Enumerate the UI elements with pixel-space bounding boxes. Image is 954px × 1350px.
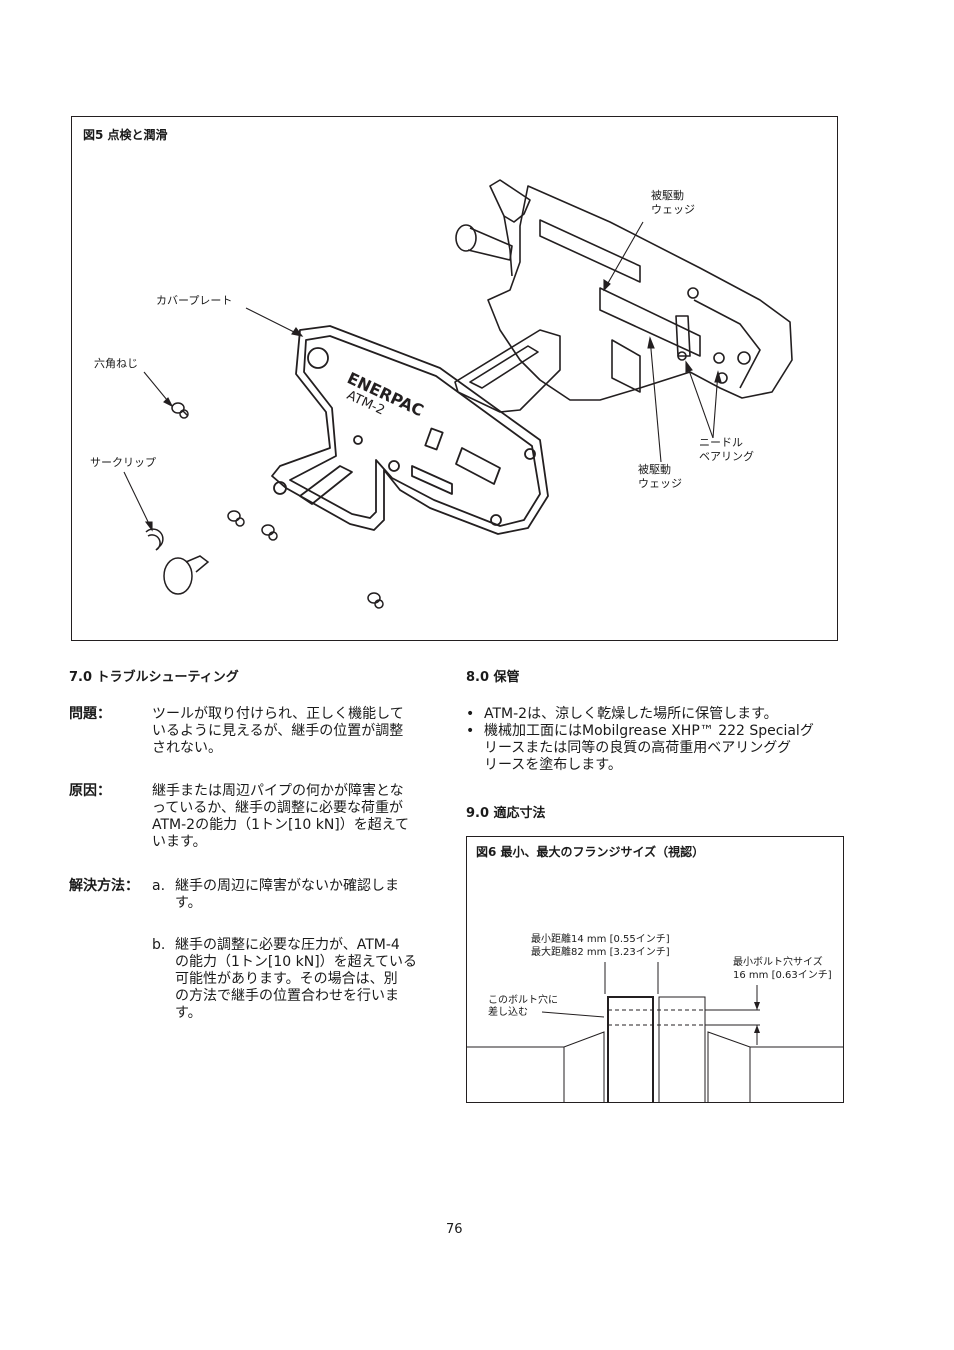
bolt-size-value: 16 mm [0.63インチ] <box>733 970 832 981</box>
storage-bullet-1: ATM-2は、涼しく乾燥した場所に保管します。 <box>466 706 846 723</box>
callout-hex-screw: 六角ねじ <box>94 357 138 370</box>
handle-grip <box>489 179 531 223</box>
figure-5-title: 図5 点検と潤滑 <box>83 128 168 142</box>
distance-max-label: 最大距離82 mm [3.23インチ] <box>531 947 670 958</box>
insert-label: このボルト穴に 差し込む <box>488 995 558 1018</box>
storage-bullet-2: 機械加工面にはMobilgrease XHP™ 222 Specialグ リース… <box>466 723 846 774</box>
solution-b-marker: b. <box>152 937 166 953</box>
callout-driven-wedge-top: 被駆動 ウェッジ <box>651 189 695 216</box>
solution-b-text: 継手の調整に必要な圧力が、ATM-4 の能力（1トン[10 kN]）を超えている… <box>175 937 417 1021</box>
flange-dimension-diagram <box>467 962 843 1102</box>
hex-screw-3 <box>261 524 278 541</box>
distance-min-label: 最小距離14 mm [0.55インチ] <box>531 934 670 945</box>
problem-text: ツールが取り付けられ、正しく機能して いるように見えるが、継手の位置が調整 され… <box>152 706 404 756</box>
section-9-heading: 9.0 適応寸法 <box>466 806 546 821</box>
leader-driven-wedge-bottom <box>649 337 662 463</box>
cause-text: 継手または周辺パイプの何かが障害とな っているか、継手の調整に必要な荷重が AT… <box>152 783 410 850</box>
figure-6-frame <box>466 836 844 1103</box>
circlip-part <box>145 528 164 551</box>
leader-needle-bearing-2 <box>712 371 719 439</box>
atm2-exploded-drawing: ENERPAC ATM-2 <box>123 179 793 609</box>
storage-list: ATM-2は、涼しく乾燥した場所に保管します。 機械加工面にはMobilgrea… <box>466 706 846 774</box>
plate-slot <box>299 465 353 505</box>
figure-6-title: 図6 最小、最大のフランジサイズ（視認） <box>476 845 705 859</box>
hex-screw-1 <box>171 402 189 419</box>
right-flange-outline <box>707 1031 843 1102</box>
leader-needle-bearing-1 <box>685 361 714 439</box>
pin-part <box>163 555 210 595</box>
solution-a-marker: a. <box>152 878 166 894</box>
page-number: 76 <box>446 1222 463 1237</box>
callout-cover-plate: カバープレート <box>156 294 233 307</box>
section-7-heading: 7.0 トラブルシューティング <box>69 670 239 685</box>
tool-arm-left <box>607 996 654 1102</box>
left-flange-outline <box>467 1031 605 1102</box>
leader-driven-wedge-top <box>603 221 644 291</box>
cause-label: 原因： <box>69 783 111 799</box>
hex-screw-2 <box>227 510 245 527</box>
tool-body-slot <box>539 219 641 283</box>
cover-plate-drawing <box>271 325 549 535</box>
leader-cover-plate <box>245 307 303 337</box>
leader-circlip <box>123 471 153 531</box>
solution-a-text: 継手の周辺に障害がないか確認しま す。 <box>175 878 399 911</box>
solution-label: 解決方法： <box>69 878 139 894</box>
bolt-size-label: 最小ボルト穴サイズ <box>733 957 823 968</box>
problem-label: 問題： <box>69 706 111 722</box>
figure-5-frame <box>71 116 838 641</box>
tool-arm-right <box>658 996 706 1102</box>
section-8-heading: 8.0 保管 <box>466 670 520 685</box>
hex-screw-4 <box>367 592 384 609</box>
callout-circlip: サークリップ <box>90 456 156 469</box>
callout-needle-bearing: ニードル ベアリング <box>699 436 754 463</box>
callout-driven-wedge-bottom: 被駆動 ウェッジ <box>638 463 682 490</box>
lower-arm <box>454 329 561 413</box>
